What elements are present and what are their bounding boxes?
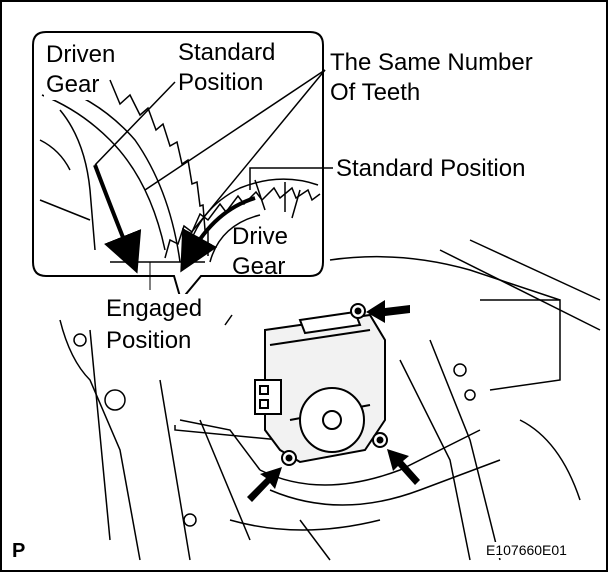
same-teeth-leader-2 <box>184 69 326 241</box>
same-teeth-label-line2: Of Teeth <box>328 78 423 108</box>
arrow-right <box>387 449 420 485</box>
corner-mark: P <box>10 536 28 566</box>
drive-rotation-arrow <box>180 196 256 273</box>
arrow-left <box>247 467 282 502</box>
standard-right-leader <box>249 167 333 190</box>
arrow-top <box>366 300 410 323</box>
engaged-position-line2: Position <box>104 326 194 356</box>
engaged-leader-line <box>174 425 281 441</box>
bold-arrows <box>247 300 420 502</box>
standard-position-right-label: Standard Position <box>334 154 528 184</box>
same-teeth-label-line1: The Same Number <box>328 48 535 78</box>
actuator-assembly <box>254 310 386 464</box>
driven-gear-label-line1: Driven <box>44 40 118 70</box>
engaged-position-line1: Engaged <box>104 294 205 324</box>
drive-gear-label-line2: Gear <box>232 253 286 280</box>
figure-code: E107660E01 <box>484 542 569 558</box>
leader-lines <box>94 69 333 326</box>
standard-top-leader <box>94 81 176 166</box>
same-teeth-leader-1 <box>144 69 326 191</box>
screw-points <box>281 303 388 466</box>
engaged-leader <box>224 314 233 326</box>
driven-gear-label-line2: Gear <box>44 70 102 100</box>
standard-position-top-line1: Standard <box>176 38 278 68</box>
standard-position-top-line2: Position <box>176 68 266 98</box>
driven-rotation-arrow <box>93 164 142 274</box>
drive-gear-label-line1: Drive <box>232 223 289 250</box>
